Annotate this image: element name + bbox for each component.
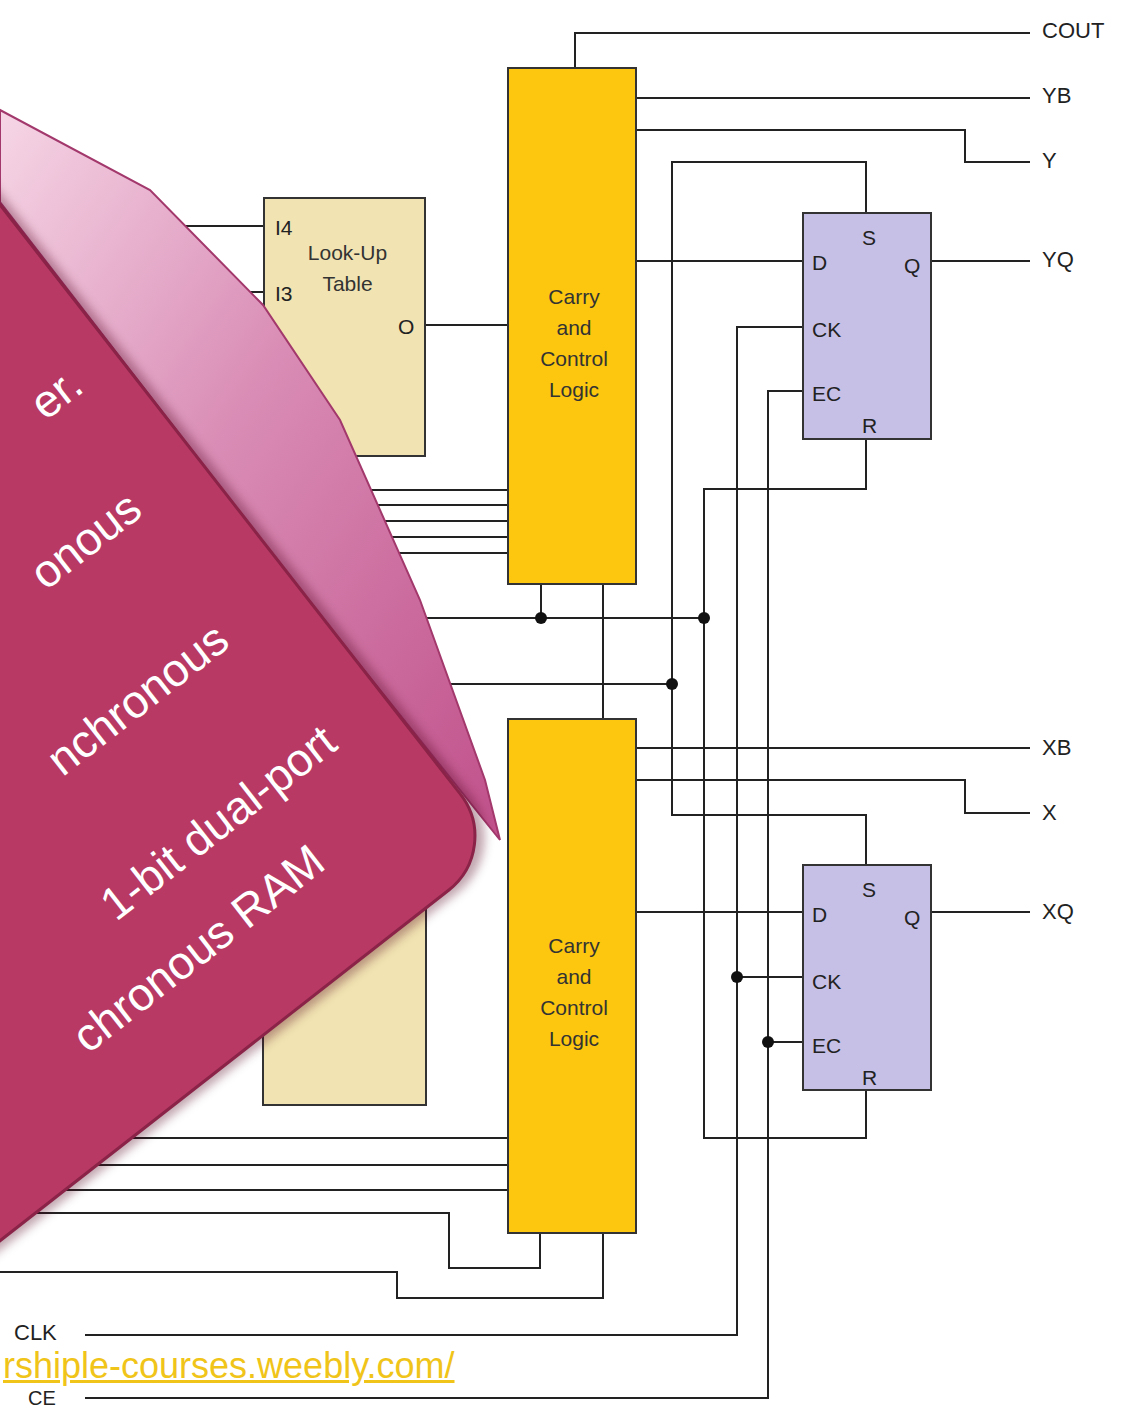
pin-label: EC — [812, 1034, 841, 1058]
link-text: rshiple-courses.weebly.com/ — [3, 1347, 455, 1385]
block-title: Carry and Control Logic — [532, 930, 616, 1054]
signal-wire — [602, 585, 604, 718]
pin-label: Q — [904, 254, 920, 278]
callout-text: nchronous — [35, 611, 239, 787]
flip-flop: D S Q CK EC R — [802, 212, 932, 440]
pin-label: CK — [812, 318, 841, 342]
signal-name: XB — [1042, 735, 1071, 760]
signal-name: XQ — [1042, 899, 1074, 924]
pin-label: O — [398, 315, 414, 339]
pin-label: EC — [812, 382, 841, 406]
callout-text: onous — [19, 480, 152, 601]
pin-label: I3 — [275, 282, 293, 306]
pin-label: CK — [812, 970, 841, 994]
pin-label: D — [812, 251, 827, 275]
carry-control-block: Carry and Control Logic — [507, 718, 637, 1234]
signal-name: X — [1042, 800, 1057, 825]
signal-wire — [637, 260, 802, 262]
block-title: Look-Up Table — [295, 237, 400, 299]
signal-name: CE — [28, 1387, 56, 1409]
pin-label: I4 — [275, 216, 293, 240]
flip-flop: D S Q CK EC R — [802, 864, 932, 1091]
signal-name: COUT — [1042, 18, 1104, 43]
signal-name: CLK — [14, 1320, 57, 1345]
pin-label: Q — [904, 906, 920, 930]
signal-wire — [426, 324, 507, 326]
pin-label: S — [862, 878, 876, 902]
pin-label: S — [862, 226, 876, 250]
signal-wire — [637, 911, 802, 913]
signal-name: YQ — [1042, 247, 1074, 272]
pin-label: R — [862, 1066, 877, 1090]
pin-label: D — [812, 903, 827, 927]
carry-control-block: Carry and Control Logic — [507, 67, 637, 585]
signal-name: YB — [1042, 83, 1071, 108]
callout-text: er. — [18, 355, 93, 431]
block-title: Carry and Control Logic — [532, 281, 616, 405]
pin-label: R — [862, 414, 877, 438]
signal-name: Y — [1042, 148, 1057, 173]
